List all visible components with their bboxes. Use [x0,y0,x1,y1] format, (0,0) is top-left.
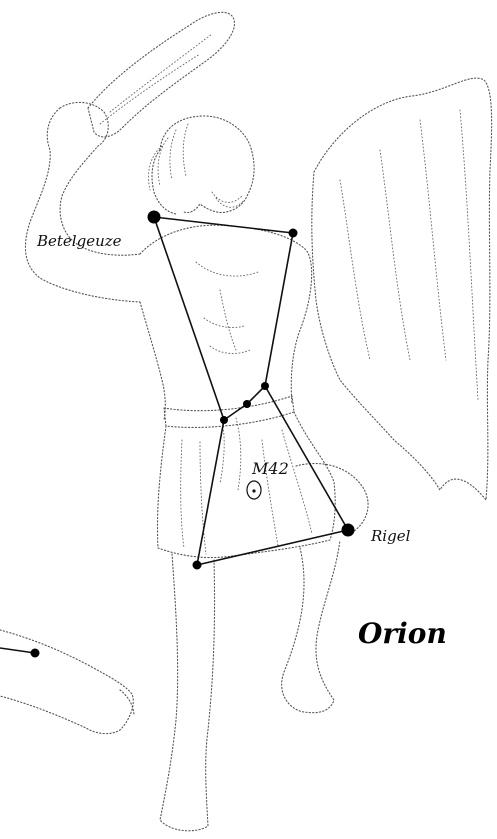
left-leg-outline [160,554,215,831]
label-m42: M42 [251,459,289,478]
m42-center-dot [252,489,255,492]
star-saiph [193,561,202,570]
raised-arm-outline [25,102,140,302]
star-bellatrix [289,229,298,238]
line-betelgeuze-bellatrix [154,217,293,233]
torso-outline [140,225,312,420]
line-betelgeuze-alnitak [154,217,224,420]
line-alnitak-alnilam [224,404,247,420]
star-betelgeuze [148,211,161,224]
m42-nebula-marker [247,481,261,499]
lion-pelt-fur [340,110,478,400]
star-alnilam [243,400,251,408]
tunic-folds [181,430,312,554]
tunic-outline [157,412,335,558]
label-betelgeuze: Betelgeuze [36,232,122,250]
right-leg-outline [282,463,368,712]
orion-figure-illustration [0,12,492,830]
lion-pelt-outline [312,78,492,500]
star-alnitak [220,416,228,424]
beard-outline [212,192,244,207]
constellation-title: Orion [358,617,447,650]
line-bellatrix-mintaka [265,233,293,386]
label-rigel: Rigel [370,527,411,545]
star-rigel [342,524,355,537]
hair-outline [149,124,189,190]
chest-muscle-lines [196,262,258,353]
belt-outline [164,396,294,427]
line-rigel-saiph [197,530,348,565]
star-mintaka [261,382,269,390]
line-saiph-alnitak [197,420,224,565]
line-mintaka-rigel [265,386,348,530]
neighbor-arm-outline [0,630,134,734]
star-neighbor [31,649,40,658]
club-outline [88,12,235,137]
line-neighbor-arm [0,648,35,653]
